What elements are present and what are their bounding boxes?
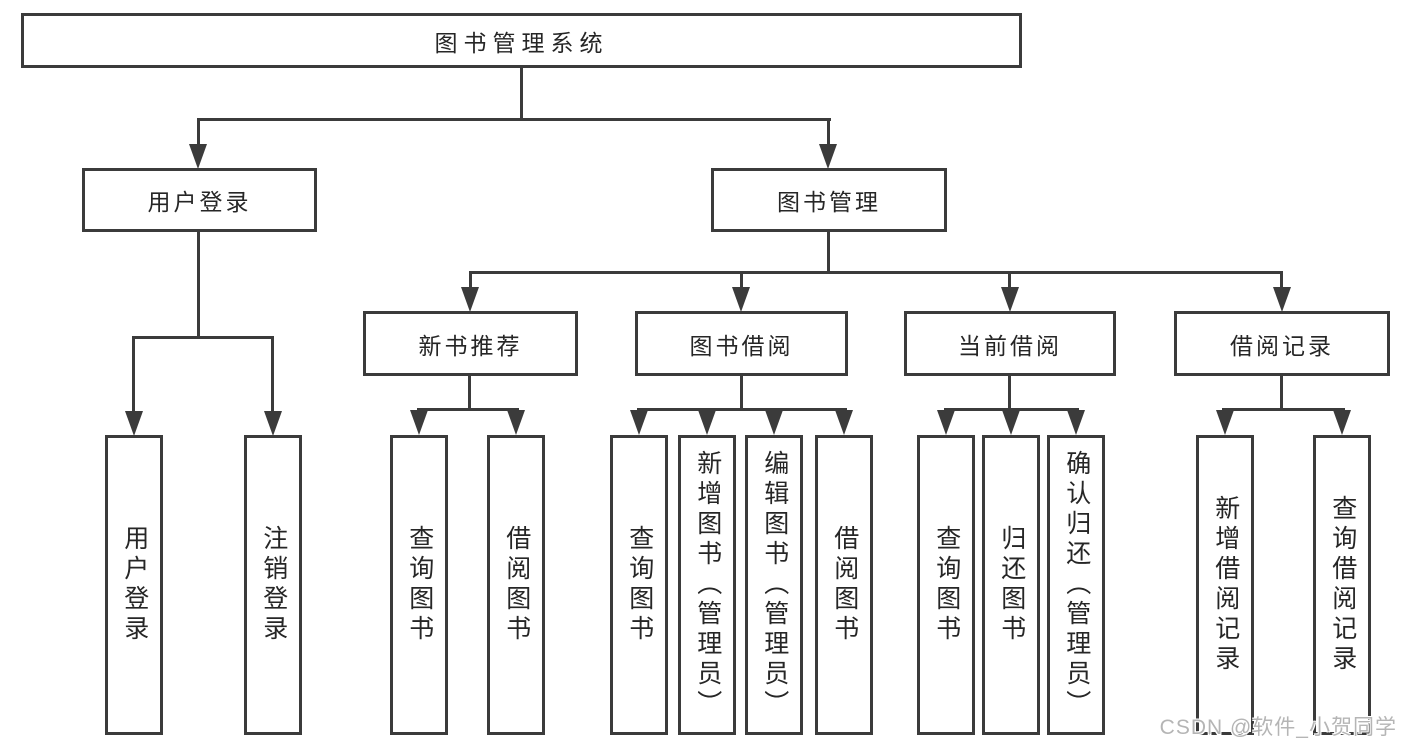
node-book-borrowing: 图书借阅 bbox=[635, 311, 848, 376]
connector-line bbox=[469, 273, 472, 289]
arrowhead-down bbox=[1002, 410, 1020, 435]
node-label: 当前借阅 bbox=[958, 332, 1062, 359]
connector-line bbox=[1008, 273, 1011, 289]
leaf-logout-login: 注销登录 bbox=[244, 435, 302, 735]
connector-line bbox=[827, 120, 830, 146]
leaf-label: 用户登录 bbox=[120, 525, 149, 645]
leaf-label: 查询图书 bbox=[405, 525, 434, 645]
connector-line bbox=[1280, 376, 1283, 408]
arrowhead-down bbox=[937, 410, 955, 435]
node-current-borrowing: 当前借阅 bbox=[904, 311, 1116, 376]
leaf-label: 查询借阅记录 bbox=[1328, 495, 1357, 675]
connector-line bbox=[271, 338, 274, 413]
node-label: 图书管理系统 bbox=[434, 29, 609, 56]
watermark: CSDN @软件_小贺同学 bbox=[1159, 716, 1397, 739]
node-borrowing-records: 借阅记录 bbox=[1174, 311, 1390, 376]
leaf-label: 编辑图书（管理员） bbox=[760, 450, 789, 720]
node-user-login: 用户登录 bbox=[82, 168, 317, 232]
arrowhead-down bbox=[630, 410, 648, 435]
leaf-label: 归还图书 bbox=[997, 525, 1026, 645]
arrowhead-down bbox=[835, 410, 853, 435]
connector-line bbox=[1222, 408, 1345, 411]
node-label: 新书推荐 bbox=[418, 332, 523, 359]
arrowhead-down bbox=[189, 144, 207, 169]
leaf-label: 新增图书（管理员） bbox=[693, 450, 722, 720]
arrowhead-down bbox=[410, 410, 428, 435]
node-label: 借阅记录 bbox=[1230, 332, 1334, 359]
leaf-query-books-borrowing: 查询图书 bbox=[610, 435, 668, 735]
arrowhead-down bbox=[461, 287, 479, 312]
connector-line bbox=[132, 336, 274, 339]
connector-line bbox=[1280, 273, 1283, 289]
node-label: 图书借阅 bbox=[689, 332, 794, 359]
leaf-query-borrow-record: 查询借阅记录 bbox=[1313, 435, 1371, 735]
leaf-borrow-books: 借阅图书 bbox=[815, 435, 873, 735]
connector-line bbox=[944, 408, 1079, 411]
connector-line bbox=[827, 232, 830, 271]
arrowhead-down bbox=[264, 411, 282, 436]
leaf-borrow-books-recommend: 借阅图书 bbox=[487, 435, 545, 735]
connector-line bbox=[417, 408, 519, 411]
leaf-confirm-return-admin: 确认归还（管理员） bbox=[1047, 435, 1105, 735]
arrowhead-down bbox=[125, 411, 143, 436]
arrowhead-down bbox=[1273, 287, 1291, 312]
connector-line bbox=[197, 232, 200, 336]
leaf-label: 注销登录 bbox=[259, 525, 288, 645]
connector-line bbox=[197, 118, 831, 121]
connector-line bbox=[1008, 376, 1011, 408]
arrowhead-down bbox=[1333, 410, 1351, 435]
arrowhead-down bbox=[507, 410, 525, 435]
node-book-management: 图书管理 bbox=[711, 168, 947, 232]
connector-line bbox=[197, 120, 200, 146]
arrowhead-down bbox=[819, 144, 837, 169]
connector-line bbox=[740, 376, 743, 408]
connector-line bbox=[468, 376, 471, 408]
leaf-return-books: 归还图书 bbox=[982, 435, 1040, 735]
connector-line bbox=[469, 271, 1283, 274]
arrowhead-down bbox=[1067, 410, 1085, 435]
arrowhead-down bbox=[732, 287, 750, 312]
node-library-management-system: 图书管理系统 bbox=[21, 13, 1022, 68]
connector-line bbox=[637, 408, 847, 411]
arrowhead-down bbox=[1216, 410, 1234, 435]
leaf-label: 查询图书 bbox=[625, 525, 654, 645]
leaf-query-books-recommend: 查询图书 bbox=[390, 435, 448, 735]
leaf-edit-books-admin: 编辑图书（管理员） bbox=[745, 435, 803, 735]
node-label: 图书管理 bbox=[777, 189, 881, 215]
connector-line bbox=[520, 68, 523, 118]
leaf-add-books-admin: 新增图书（管理员） bbox=[678, 435, 736, 735]
connector-line bbox=[740, 273, 743, 289]
leaf-label: 确认归还（管理员） bbox=[1062, 450, 1091, 720]
leaf-query-books-current: 查询图书 bbox=[917, 435, 975, 735]
arrowhead-down bbox=[765, 410, 783, 435]
arrowhead-down bbox=[1001, 287, 1019, 312]
leaf-label: 借阅图书 bbox=[502, 525, 531, 645]
connector-line bbox=[132, 338, 135, 413]
leaf-label: 新增借阅记录 bbox=[1211, 495, 1240, 675]
leaf-label: 借阅图书 bbox=[830, 525, 859, 645]
leaf-add-borrow-record: 新增借阅记录 bbox=[1196, 435, 1254, 735]
arrowhead-down bbox=[698, 410, 716, 435]
node-label: 用户登录 bbox=[147, 189, 252, 215]
leaf-user-login: 用户登录 bbox=[105, 435, 163, 735]
leaf-label: 查询图书 bbox=[932, 525, 961, 645]
node-new-book-recommendation: 新书推荐 bbox=[363, 311, 578, 376]
